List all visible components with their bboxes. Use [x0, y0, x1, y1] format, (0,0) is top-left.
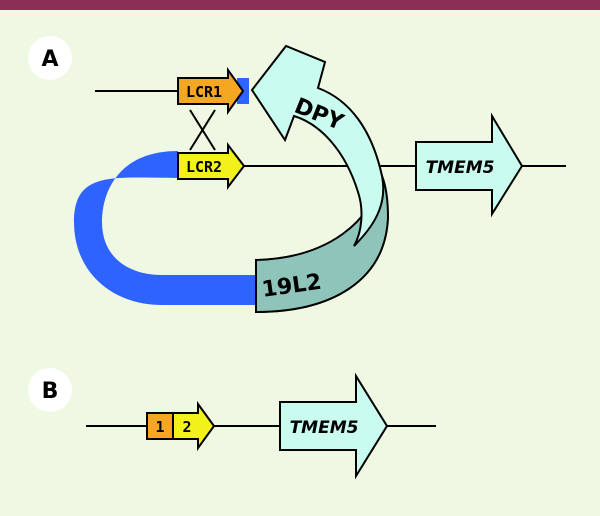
dpy19l2-upper-arrow	[250, 44, 385, 247]
panel-b-badge	[28, 368, 72, 412]
tmem5-label-b: TMEM5	[290, 418, 359, 438]
panel-a-letter: A	[41, 47, 58, 72]
tmem5-label-a: TMEM5	[426, 158, 495, 178]
merged-lcr-label-1: 1	[155, 418, 164, 436]
lcr1-label: LCR1	[186, 83, 222, 101]
merged-lcr-part2	[172, 400, 216, 452]
dpy19l2-gene: DPY 19L2	[250, 44, 390, 314]
panel-b-letter: B	[42, 379, 59, 404]
panel-a-badge	[28, 36, 72, 80]
dpy19l2-lower-band	[255, 172, 390, 314]
tmem5-gene-b: TMEM5	[279, 372, 389, 480]
tmem5-gene-a: TMEM5	[415, 112, 524, 218]
lcr2-element: LCR2	[177, 142, 246, 190]
lcr2-label: LCR2	[186, 158, 222, 176]
blue-loop-shape	[74, 151, 256, 305]
top-band	[0, 0, 600, 10]
panel-b: B 1 2 TMEM5	[28, 368, 436, 480]
merged-lcr-label-2: 2	[182, 418, 191, 436]
merged-lcr-element: 1 2	[146, 400, 216, 452]
crossover-line-2	[189, 109, 216, 151]
lcr1-element: LCR1	[177, 66, 245, 116]
panel-a: A LCR1 LCR2 DPY 19L2	[28, 36, 566, 314]
